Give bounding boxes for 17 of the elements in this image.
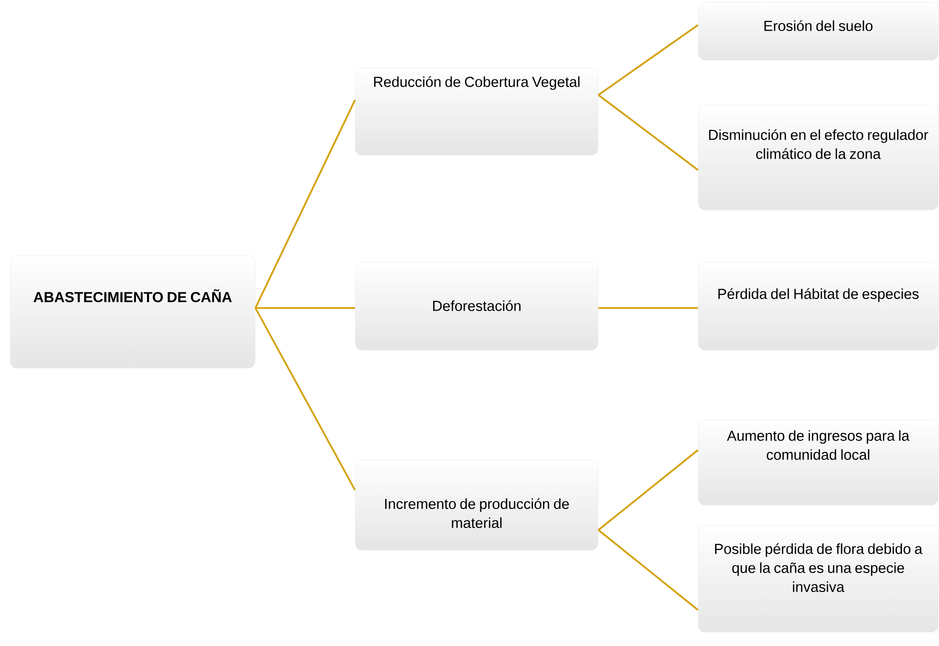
connector-line [255, 307, 355, 309]
text-box: Reducción de Cobertura Vegetal [355, 68, 598, 156]
connector-line [254, 308, 356, 490]
connector-line [598, 307, 698, 309]
text-box: Posible pérdida de flora debido a que la caña es una especie invasiva [698, 525, 938, 632]
text-box: ABASTECIMIENTO DE CAÑA [10, 255, 256, 368]
connector-line [598, 94, 699, 171]
text-box: Disminución en el efecto regulador climático de la zona [698, 105, 938, 210]
connector-line [254, 100, 356, 308]
connector-line [598, 529, 699, 611]
text-box: Erosión del suelo [698, 2, 938, 60]
text-box: Deforestación [355, 262, 598, 350]
text-box: Incremento de producción de material [355, 460, 598, 550]
text-box: Aumento de ingresos para la comunidad local [698, 420, 938, 506]
connector-line [598, 449, 699, 531]
connector-line [598, 24, 699, 96]
text-box: Pérdida del Hábitat de especies [698, 262, 938, 350]
